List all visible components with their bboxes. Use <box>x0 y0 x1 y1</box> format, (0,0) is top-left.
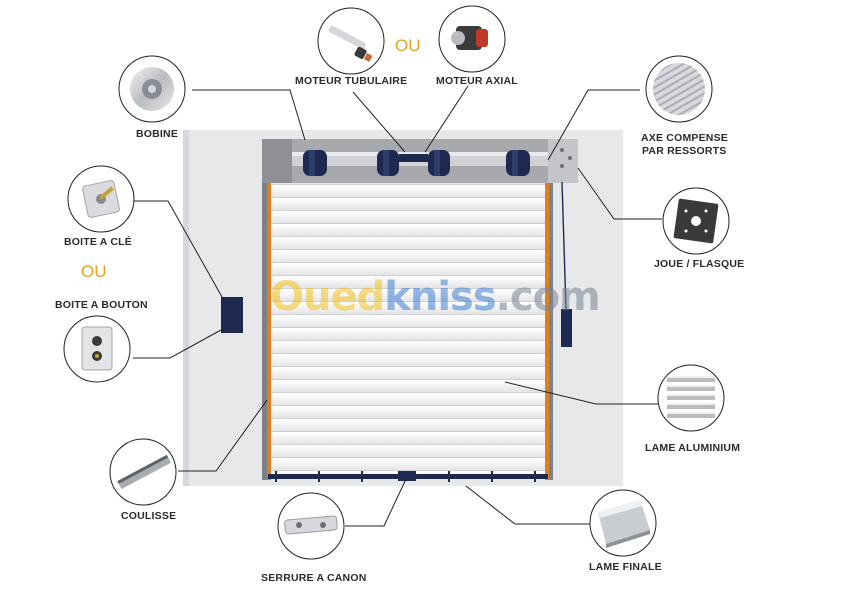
axe-compense-thumbnail <box>645 55 713 123</box>
label-lame-finale: LAME FINALE <box>589 561 662 573</box>
bobine-thumbnail <box>118 55 186 123</box>
label-axe-compense-line2: PAR RESSORTS <box>642 145 727 157</box>
flange-bolt <box>560 148 564 152</box>
pulley <box>303 150 327 176</box>
pulley <box>506 150 530 176</box>
cable <box>561 181 567 311</box>
label-ou-top: OU <box>395 36 421 55</box>
flange-bolt <box>568 156 572 160</box>
label-joue-flasque: JOUE / FLASQUE <box>654 258 745 270</box>
right-guide-rail <box>549 180 553 480</box>
label-ou-left: OU <box>81 262 107 281</box>
label-boite-a-bouton: BOITE A BOUTON <box>55 299 148 311</box>
bottom-lock <box>398 471 416 481</box>
key-switch-box <box>221 297 243 333</box>
moteur-axial-thumbnail <box>438 5 506 73</box>
left-guide-orange <box>267 180 271 480</box>
flange-bolt <box>560 164 564 168</box>
boite-a-bouton-thumbnail <box>63 315 131 383</box>
label-moteur-axial: MOTEUR AXIAL <box>436 75 518 87</box>
wall-shadow <box>183 130 189 486</box>
pulley <box>428 150 450 176</box>
right-guide-orange <box>545 180 549 480</box>
right-flange <box>548 139 578 183</box>
left-flange <box>262 139 292 183</box>
motor-bar <box>399 154 428 162</box>
joue-flasque-thumbnail <box>662 187 730 255</box>
watermark-part: Oued <box>270 274 385 320</box>
push-button-box <box>561 309 572 347</box>
boite-a-cle-thumbnail <box>67 165 135 233</box>
label-serrure-a-canon: SERRURE A CANON <box>261 572 367 584</box>
lame-aluminium-thumbnail <box>657 364 725 432</box>
label-bobine: BOBINE <box>136 128 179 140</box>
leader-lines <box>130 85 662 527</box>
coulisse-thumbnail <box>109 438 177 506</box>
serrure-a-canon-thumbnail <box>277 492 345 560</box>
label-lame-aluminium: LAME ALUMINIUM <box>645 442 741 454</box>
watermark: Ouedkniss.com <box>270 274 601 320</box>
label-moteur-tubulaire: MOTEUR TUBULAIRE <box>295 75 408 87</box>
left-guide-rail <box>262 180 267 480</box>
bottom-bar-clips <box>275 471 536 482</box>
label-boite-a-cle: BOITE A CLÉ <box>64 236 132 248</box>
moteur-tubulaire-thumbnail <box>317 7 385 75</box>
shutter-curtain <box>270 172 546 478</box>
lame-finale-thumbnail <box>589 489 657 557</box>
label-axe-compense-line1: AXE COMPENSE <box>641 132 728 144</box>
watermark-part: .com <box>495 274 601 320</box>
watermark-part: kniss <box>384 274 496 320</box>
pulley <box>377 150 399 176</box>
label-coulisse: COULISSE <box>121 510 177 522</box>
